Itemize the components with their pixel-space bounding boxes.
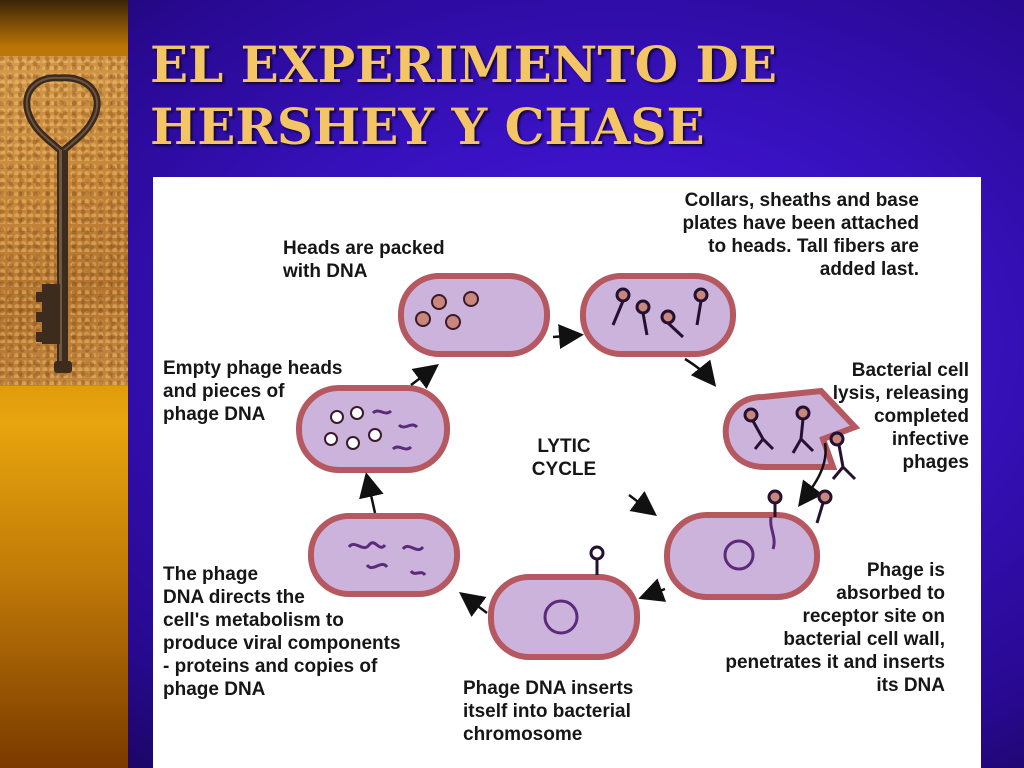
label-heads-packed: Heads are packed with DNA — [283, 238, 445, 282]
antique-key-image — [0, 56, 128, 386]
label-empty-heads: Empty phage heads and pieces of phage DN… — [163, 358, 343, 425]
arrow-1 — [552, 324, 584, 349]
cell-assembly — [580, 273, 736, 357]
cell-integration — [488, 545, 640, 660]
phage-heads-icon — [415, 291, 479, 330]
cell-replication — [308, 513, 460, 597]
assembled-phages-icon — [611, 287, 709, 339]
dna-fragments-icon — [371, 409, 419, 451]
bacterial-chromosome-icon — [723, 539, 755, 571]
empty-heads-icon — [324, 406, 382, 450]
cell-lysis — [722, 387, 861, 507]
label-collars-attached: Collars, sheaths and base plates have be… — [682, 190, 919, 280]
empty-phage-coat-icon — [589, 545, 605, 575]
title-line-1: EL EXPERIMENTO DE — [150, 35, 778, 94]
arrow-3 — [628, 491, 657, 516]
cell-heads-packed — [398, 273, 550, 357]
label-dna-directs: The phage DNA directs the cell's metabol… — [163, 564, 401, 700]
attached-phages-icon — [767, 489, 833, 524]
arrow-5 — [459, 592, 488, 617]
released-phages-icon — [743, 405, 857, 481]
label-phage-absorbed: Phage is absorbed to receptor site on ba… — [725, 560, 945, 696]
chromosome-with-phage-dna-icon — [543, 599, 579, 635]
key-icon — [23, 74, 101, 373]
cell-empty-heads — [296, 385, 450, 473]
lytic-cycle-diagram: LYTIC CYCLE Heads are packed with DNA Co… — [153, 177, 981, 768]
title-line-2: HERSHEY Y CHASE — [150, 97, 705, 156]
dna-copies-icon — [347, 541, 427, 577]
label-cell-lysis: Bacterial cell lysis, releasing complete… — [832, 360, 969, 473]
label-dna-inserts: Phage DNA inserts itself into bacterial … — [463, 678, 634, 745]
arrow-7 — [410, 364, 439, 389]
slide-title: EL EXPERIMENTO DE HERSHEY Y CHASE — [150, 34, 910, 158]
diagram-graphics — [296, 273, 861, 660]
arrow-6 — [359, 472, 384, 514]
arrow-2 — [684, 357, 717, 387]
cycle-arrows — [359, 324, 717, 617]
cell-absorption — [664, 489, 833, 600]
center-label-lytic-cycle: LYTIC CYCLE — [531, 436, 597, 480]
arrow-4 — [638, 578, 667, 602]
